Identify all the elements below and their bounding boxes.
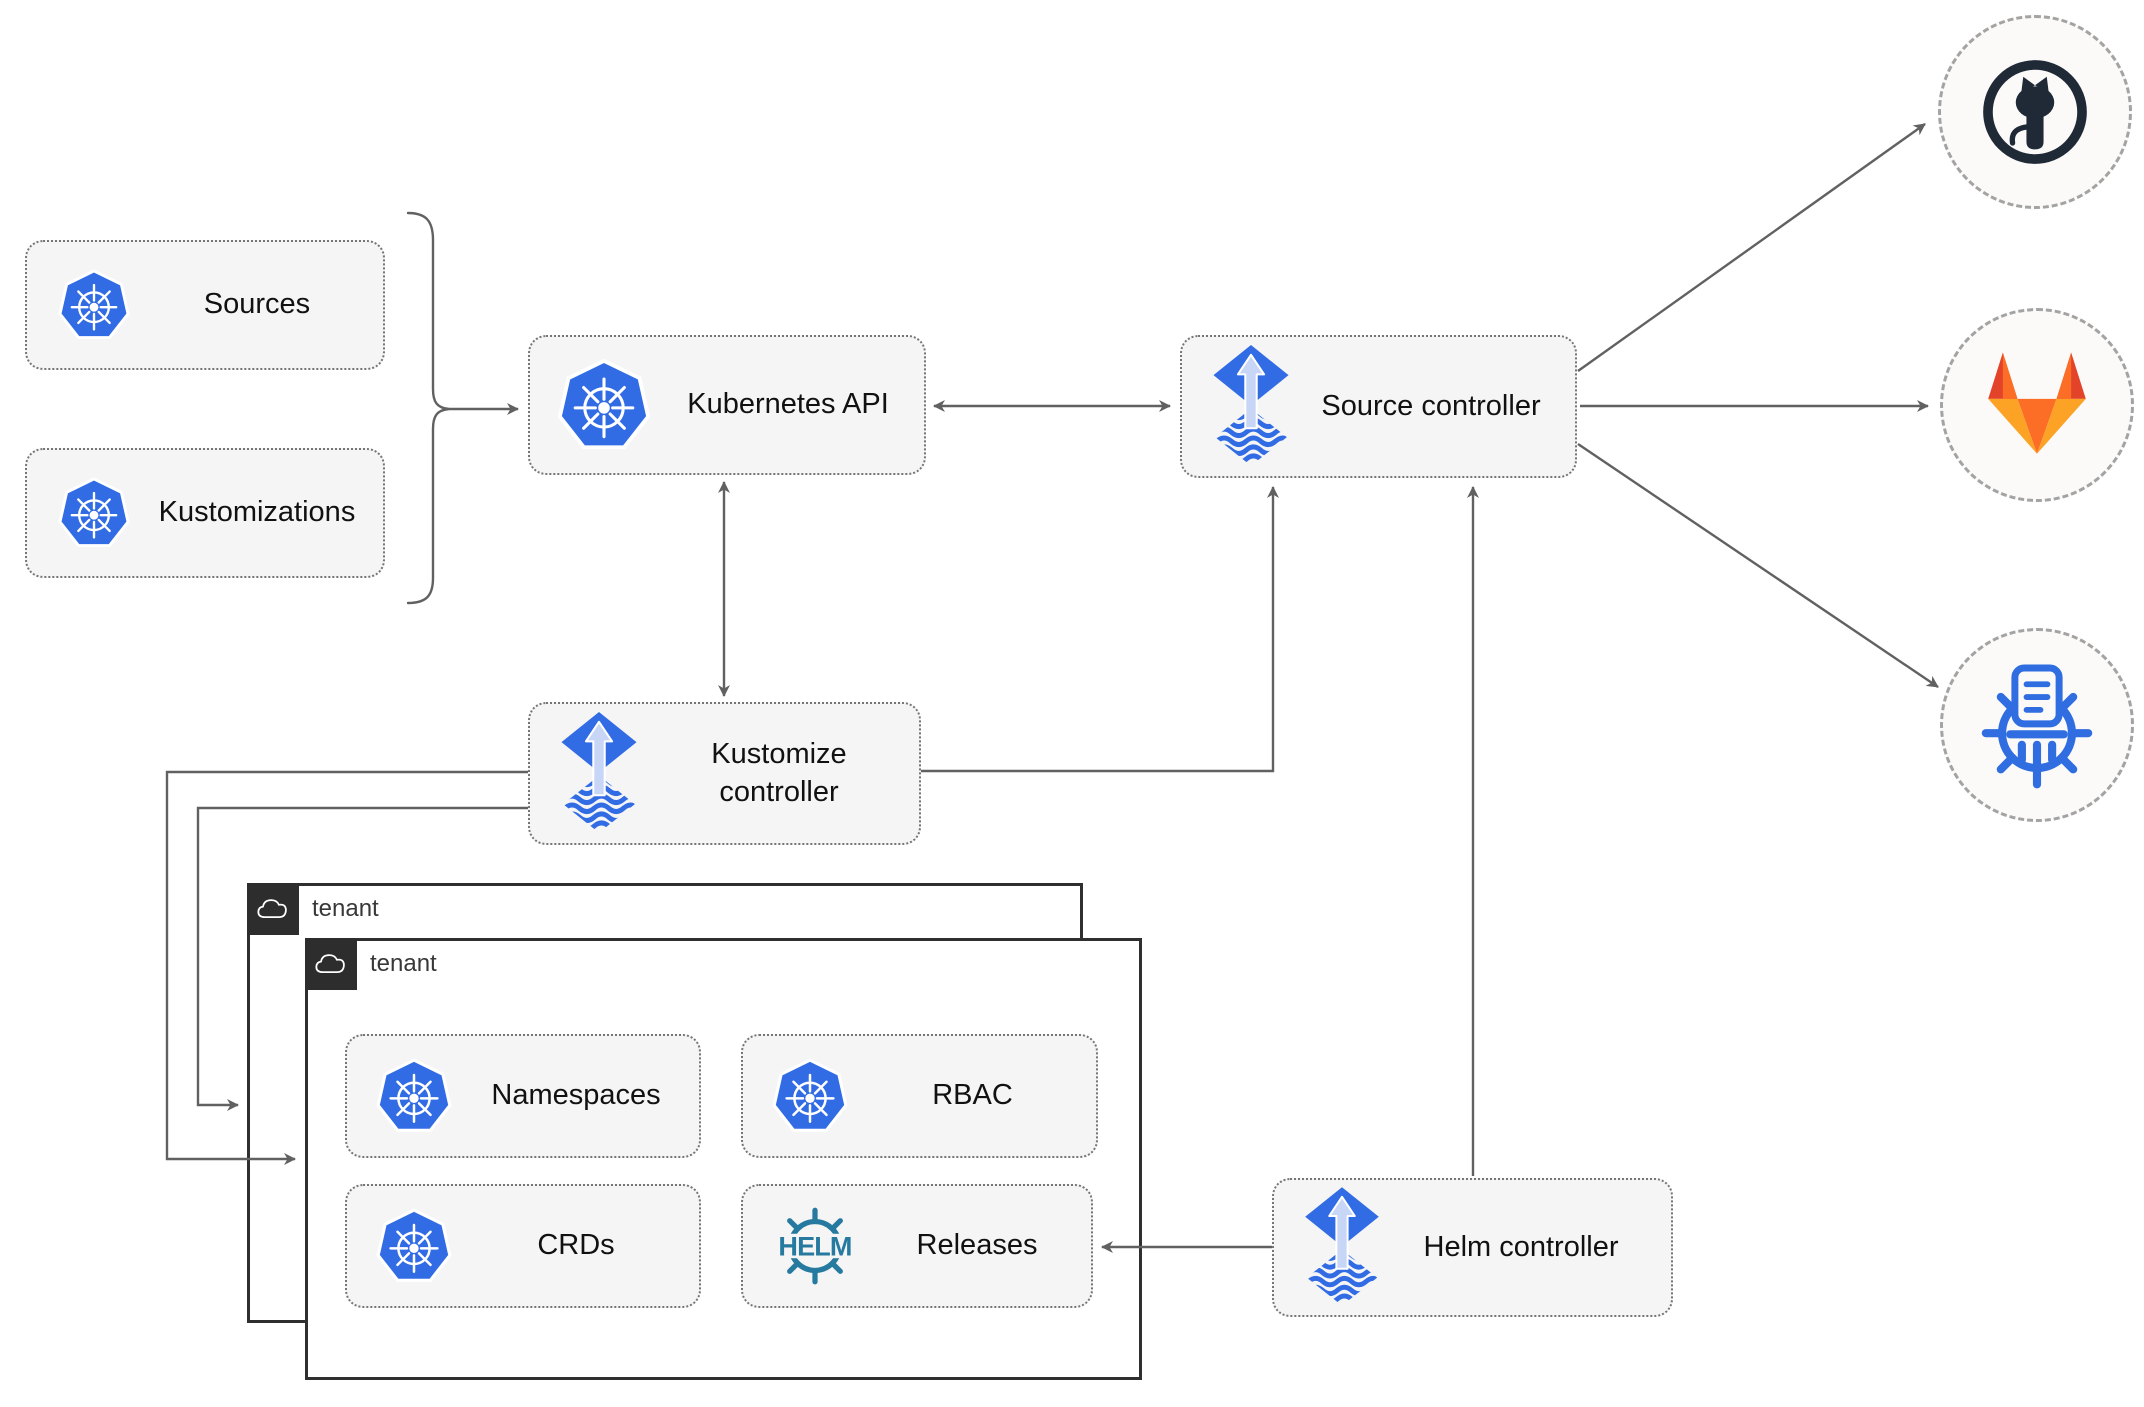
gitlab-target <box>1940 308 2134 502</box>
namespaces-label: Namespaces <box>491 1079 661 1112</box>
kubernetes-api-node: Kubernetes API <box>528 335 926 475</box>
gitlab-icon <box>1988 352 2086 454</box>
github-icon <box>1983 60 2087 164</box>
helm-logo-icon: HELM <box>768 1207 862 1285</box>
source-controller-node: Source controller <box>1180 335 1577 478</box>
edge-source-controller-github <box>1577 123 1926 372</box>
crds-node: CRDs <box>345 1184 701 1308</box>
kubernetes-icon <box>58 477 130 548</box>
namespaces-node: Namespaces <box>345 1034 701 1158</box>
kubernetes-icon <box>376 1058 452 1132</box>
kubernetes-icon <box>557 358 651 450</box>
rbac-node: RBAC <box>741 1034 1098 1158</box>
helm-repository-icon <box>1981 664 2093 789</box>
edge-kustomize-to-source-controller <box>921 486 1279 773</box>
releases-node: HELM Releases <box>741 1184 1093 1308</box>
tenant-tag <box>305 938 357 990</box>
tenant-front-frame: tenant Namespaces RBAC CRDs <box>305 938 1142 1380</box>
kustomize-controller-node: Kustomize controller <box>528 702 921 845</box>
helm-controller-node: Helm controller <box>1272 1178 1673 1317</box>
kubernetes-icon <box>58 269 130 340</box>
flux-icon <box>1302 1187 1382 1309</box>
kubernetes-icon <box>376 1208 452 1282</box>
flux-icon <box>558 712 640 836</box>
helm-wordmark: HELM <box>778 1232 851 1262</box>
crds-label: CRDs <box>537 1229 615 1262</box>
brace-sources-group <box>406 211 450 605</box>
github-target <box>1938 15 2132 209</box>
tenant-front-label: tenant <box>370 950 437 977</box>
sources-label: Sources <box>203 288 311 321</box>
source-controller-label: Source controller <box>1321 389 1541 422</box>
tenant-back-label: tenant <box>312 895 379 922</box>
cloud-icon <box>315 953 345 973</box>
sources-node: Sources <box>25 240 385 370</box>
cloud-icon <box>257 898 287 918</box>
kubernetes-api-label: Kubernetes API <box>687 388 889 421</box>
kustomize-controller-label: Kustomize controller <box>711 738 847 808</box>
tenant-tag <box>247 883 299 935</box>
kubernetes-icon <box>772 1058 848 1132</box>
kustomizations-label: Kustomizations <box>158 496 356 529</box>
edge-source-controller-helm-repository <box>1577 443 1939 688</box>
rbac-label: RBAC <box>932 1079 1013 1112</box>
helm-repository-target <box>1940 628 2134 822</box>
flux-icon <box>1210 345 1292 469</box>
kustomizations-node: Kustomizations <box>25 448 385 578</box>
releases-label: Releases <box>916 1229 1038 1262</box>
helm-controller-label: Helm controller <box>1423 1230 1619 1263</box>
